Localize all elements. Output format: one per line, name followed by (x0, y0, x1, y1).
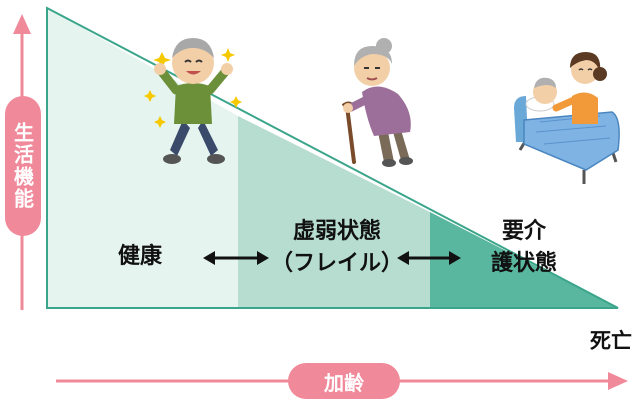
care-title: 要介 (501, 219, 546, 244)
stage-label-frail: 虚弱状態 （フレイル） (262, 218, 412, 277)
caregiver-and-bedridden-person-icon (514, 52, 620, 184)
horizontal-axis-label: 加齢 (288, 363, 400, 399)
vertical-axis-label-pill: 生活機能 (5, 96, 41, 236)
elderly-woman-with-cane-icon (341, 38, 413, 167)
vertical-axis-arrowhead (13, 14, 31, 34)
double-arrow-healthy-frail (203, 251, 269, 265)
happy-elderly-man-icon (144, 38, 242, 164)
stage-label-care: 要介 護状態 (476, 218, 572, 277)
frail-title: 虚弱状態 (292, 219, 381, 244)
horizontal-axis-arrowhead (608, 372, 628, 390)
frail-subtitle: （フレイル） (270, 250, 403, 276)
vertical-axis-label: 生活機能 (10, 122, 35, 210)
zone-outline (46, 6, 619, 309)
frail-zone (238, 116, 430, 308)
end-label: 死亡 (590, 329, 632, 353)
double-arrow-frail-care (397, 251, 461, 265)
stage-label-healthy: 健康 (118, 244, 163, 269)
healthy-zone (47, 8, 238, 308)
care-subtitle: 護状態 (490, 250, 557, 276)
